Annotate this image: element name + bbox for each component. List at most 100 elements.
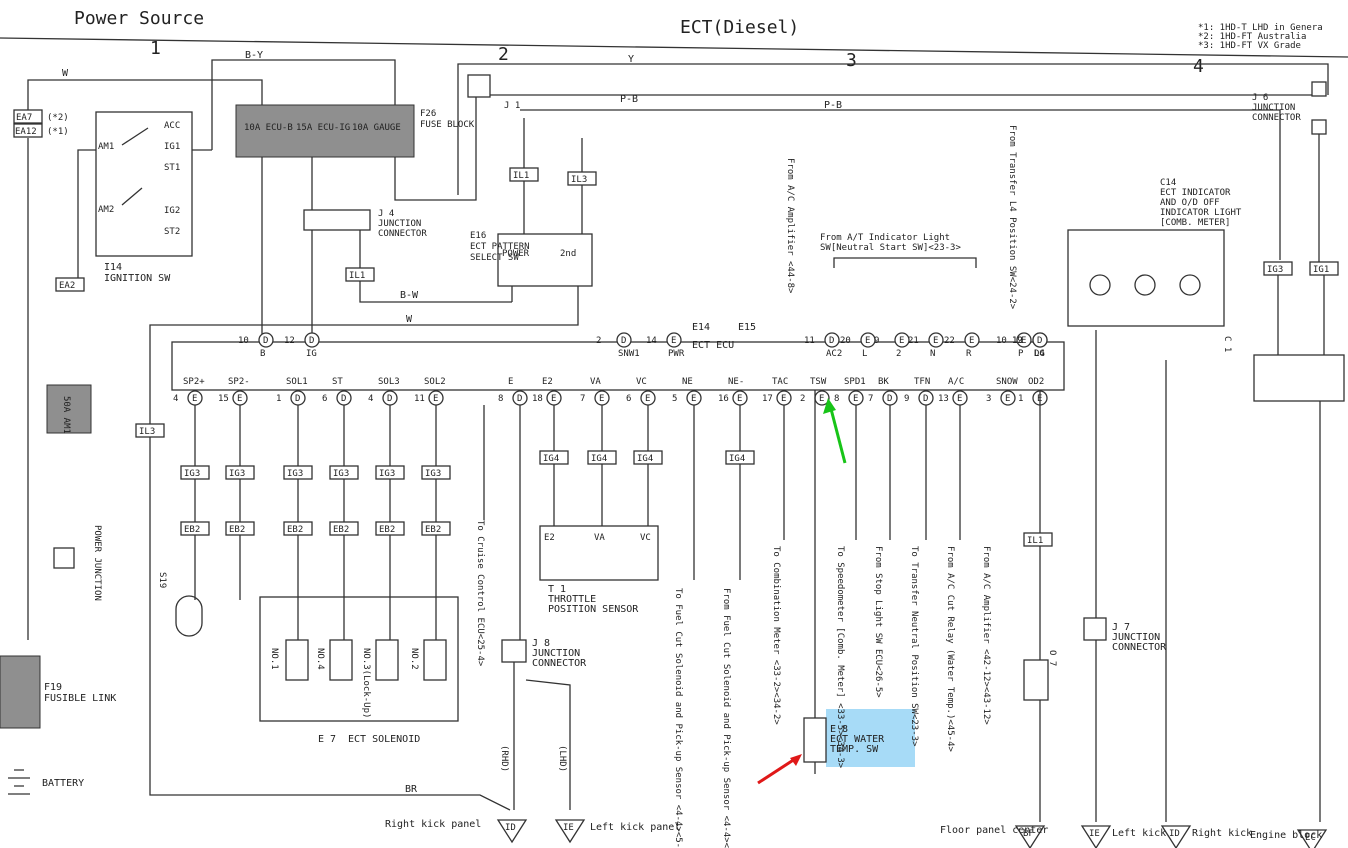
ecu-bottom-pin-label: E <box>508 377 513 387</box>
il3-b-label: IL3 <box>139 427 155 437</box>
ecu-top-pin-num: 9 <box>874 336 879 346</box>
j4-connector <box>303 209 371 231</box>
wire-w-top <box>27 79 263 112</box>
j7-id: J 7 <box>1112 622 1130 633</box>
ecu-bottom-pin-code: E <box>433 394 438 404</box>
ecu-bottom-pin-label: BK <box>878 377 889 387</box>
note-1: *1: 1HD-T LHD in Genera <box>1198 23 1323 33</box>
j4-id: J 4 <box>378 209 394 219</box>
ea12-label: EA12 <box>15 127 37 137</box>
eb2-connector-label: EB2 <box>184 525 200 535</box>
ecu-top-pin <box>666 332 682 348</box>
ignition-switch-box <box>95 111 193 257</box>
o7-id: O 7 <box>1047 650 1057 666</box>
ecu-bottom-pin-label: SOL3 <box>378 377 400 387</box>
ecu-bottom-pin-code: E <box>192 394 197 404</box>
dest-comb-meter: To Combination Meter <33-2><34-2> <box>771 546 781 725</box>
ig-contacts <box>121 127 149 206</box>
ect-ecu-box <box>171 341 1065 391</box>
ecu-top-pin-code: E <box>1021 336 1026 346</box>
ig3-connector-label: IG3 <box>287 469 303 479</box>
fuse-ecub: 10A ECU-B <box>244 123 293 133</box>
eb2-connector-label: EB2 <box>229 525 245 535</box>
ground-code: IE <box>1089 829 1100 839</box>
ecu-bottom-pin-num: 17 <box>762 394 773 404</box>
j4-name: JUNCTION <box>378 219 421 229</box>
column-rule <box>0 37 1348 58</box>
ecu-bottom-pin-num: 2 <box>800 394 805 404</box>
ecu-bottom-pin-label: SOL1 <box>286 377 308 387</box>
e16-id: E16 <box>470 231 486 241</box>
eb2-connector-label: EB2 <box>379 525 395 535</box>
ecu-bottom-pin-code: D <box>887 394 892 404</box>
ecu-top-pin <box>1032 332 1048 348</box>
ecu-bottom-pin <box>1000 390 1016 406</box>
ecu-bottom-pin-code: E <box>599 394 604 404</box>
c14-name-2: AND O/D OFF <box>1160 198 1220 208</box>
at-bracket <box>833 257 977 268</box>
ecu-bottom-pin-num: 15 <box>218 394 229 404</box>
ground-right-kick-label: Right kick panel <box>385 819 481 830</box>
eb2-connector-label: EB2 <box>333 525 349 535</box>
ecu-bottom-pin-label: SP2- <box>228 377 250 387</box>
solenoid-no1 <box>285 639 309 681</box>
ecu-bottom-pin-num: 1 <box>1018 394 1023 404</box>
j6-name: JUNCTION <box>1252 103 1295 113</box>
ecu-top-pin-code: E <box>899 336 904 346</box>
ecu-bottom-pin-num: 8 <box>498 394 503 404</box>
dest-cruise: To Cruise Control ECU<25-4> <box>475 520 485 667</box>
c14-name-3: INDICATOR LIGHT <box>1160 208 1242 218</box>
od-main-sw <box>1023 659 1049 701</box>
j8-connector <box>501 639 527 663</box>
ignition-switch-id: I14 <box>104 262 122 273</box>
ecu-bottom-pin-num: 1 <box>276 394 281 404</box>
t1-vc: VC <box>640 533 651 543</box>
c1-id: C 1 <box>1222 336 1232 352</box>
ecu-bottom-pin-label: TSW <box>810 377 827 387</box>
ground-icon <box>554 819 586 844</box>
ecu-bottom-pin-code: E <box>645 394 650 404</box>
ecu-top-pin-num: 21 <box>908 336 919 346</box>
ecu-top-pin <box>964 332 980 348</box>
j6-connector-2 <box>1311 119 1327 135</box>
ecu-bottom-pin-label: SNOW <box>996 377 1018 387</box>
solenoid-no2 <box>423 639 447 681</box>
ecu-top-pin-code: D <box>1037 336 1042 346</box>
ecu-bottom-pin-code: D <box>517 394 522 404</box>
solenoid-coils <box>285 639 447 681</box>
ecu-bottom-pin-code: E <box>853 394 858 404</box>
ecu-bottom-pin-label: TFN <box>914 377 930 387</box>
ig-ig2: IG2 <box>164 206 180 216</box>
ig3-c1-label: IG3 <box>1267 265 1283 275</box>
ea7-connector <box>13 109 43 124</box>
lamp-2nd-icon <box>1179 274 1201 296</box>
solenoid-no4 <box>329 639 353 681</box>
sol-no4-label: NO.4 <box>315 648 325 670</box>
ecu-bottom-pin-label: ST <box>332 377 343 387</box>
ecu-bottom-pin-label: VA <box>590 377 601 387</box>
fuse-ecuig: 15A ECU-IG <box>296 123 350 133</box>
ecu-top-pin <box>304 332 320 348</box>
from-ac-amp: From A/C Amplifier <44-8> <box>785 158 795 294</box>
ig-st1: ST1 <box>164 163 180 173</box>
solenoid-no3 <box>375 639 399 681</box>
ecu-bottom-pin-code: D <box>341 394 346 404</box>
t1-name: THROTTLE <box>548 594 596 605</box>
dest-fuel-cut-from: From Fuel Cut Solenoid and Pick-up Senso… <box>721 588 731 848</box>
ecu-bottom-pin-code: D <box>387 394 392 404</box>
right-wires <box>1039 330 1167 822</box>
ecu-top-pin-label: R <box>966 349 972 359</box>
j8-id: J 8 <box>532 638 550 649</box>
ecu-bottom-pin-code: E <box>551 394 556 404</box>
ecu-top-pin <box>616 332 632 348</box>
pjb-label: POWER JUNCTION <box>92 525 102 601</box>
wire-y-top <box>457 63 1329 195</box>
sol-no2-label: NO.2 <box>409 648 419 670</box>
ea2-label: EA2 <box>59 281 75 291</box>
lamp-od-off-icon <box>1134 274 1156 296</box>
ecu-bottom-pin-code: D <box>295 394 300 404</box>
ecu-bottom-pin-num: 6 <box>626 394 631 404</box>
ecu-bottom-pin-code: E <box>691 394 696 404</box>
ecu-top-pin-code: D <box>829 336 834 346</box>
